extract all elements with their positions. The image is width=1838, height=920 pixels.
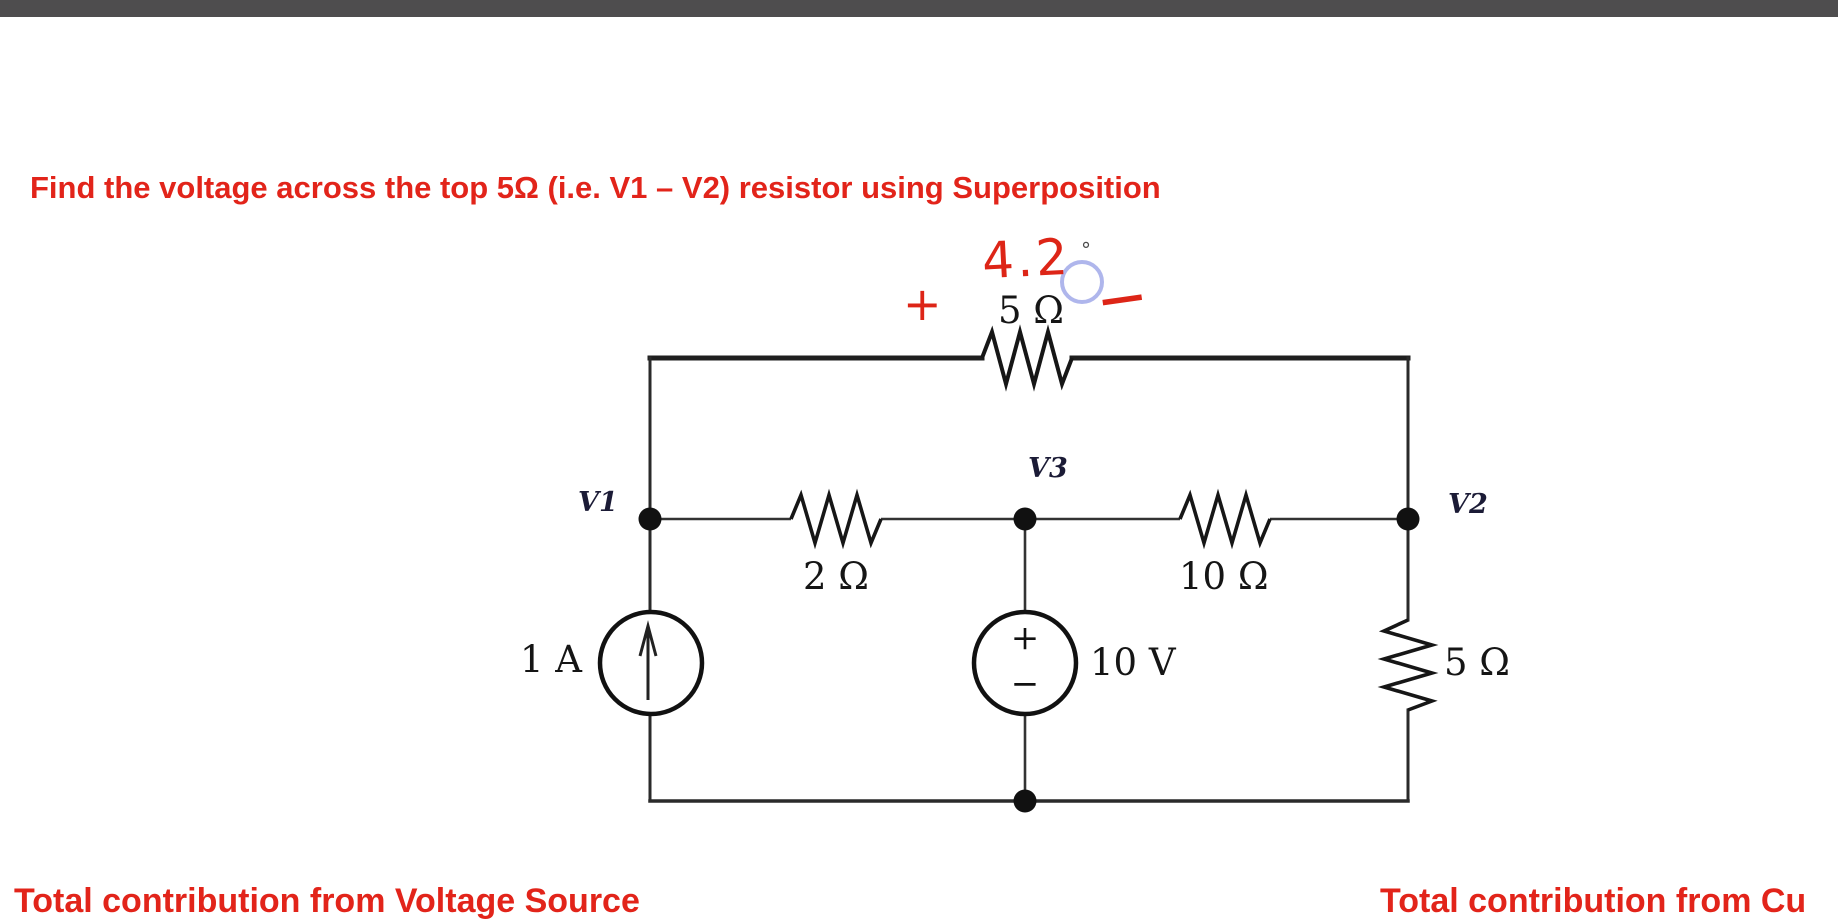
arrow-up-icon <box>638 620 658 657</box>
voltage-source-minus-sign: − <box>1010 664 1040 704</box>
polarity-plus-annotation: + <box>903 277 942 331</box>
resistor-mid-right-10ohm <box>1178 488 1272 550</box>
top-bar <box>0 0 1838 17</box>
resistor-right-5ohm <box>1377 618 1439 712</box>
voltage-source-circle <box>971 609 1079 717</box>
highlight-circle-annotation <box>1060 260 1104 304</box>
resistor-left-2ohm <box>789 488 883 550</box>
node-dot-v2 <box>1396 507 1420 531</box>
node-dot-v3 <box>1013 507 1037 531</box>
label-right-resistor: 5 Ω <box>1444 641 1510 684</box>
node-dot-v1 <box>638 507 662 531</box>
resistor-top-5ohm <box>980 324 1074 392</box>
polarity-minus-annotation: — <box>1096 269 1148 326</box>
circuit-diagram: V1 V3 V2 5 Ω 2 Ω 10 Ω 5 Ω 1 A 10 V + − +… <box>520 227 1510 813</box>
label-top-resistor: 5 Ω <box>998 289 1064 332</box>
node-dot-ground <box>1013 789 1037 813</box>
footer-right-heading: Total contribution from Cu <box>1380 882 1807 920</box>
voltage-source-plus-sign: + <box>1010 618 1040 658</box>
current-source-circle <box>597 609 705 717</box>
problem-title: Find the voltage across the top 5Ω (i.e.… <box>30 170 1161 205</box>
circuit-schematic-graphics <box>597 260 1439 813</box>
handwritten-value-annotation: 4.2 <box>980 227 1072 291</box>
node-label-v1: V1 <box>578 487 618 518</box>
node-label-v2: V2 <box>1448 489 1488 520</box>
degree-mark-annotation: ° <box>1081 238 1091 262</box>
label-left-resistor: 2 Ω <box>803 555 869 598</box>
footer-left-heading: Total contribution from Voltage Source <box>14 882 640 920</box>
label-voltage-source: 10 V <box>1090 641 1176 684</box>
node-label-v3: V3 <box>1028 453 1068 484</box>
label-current-source: 1 A <box>520 638 583 681</box>
label-mid-right-resistor: 10 Ω <box>1179 555 1269 598</box>
